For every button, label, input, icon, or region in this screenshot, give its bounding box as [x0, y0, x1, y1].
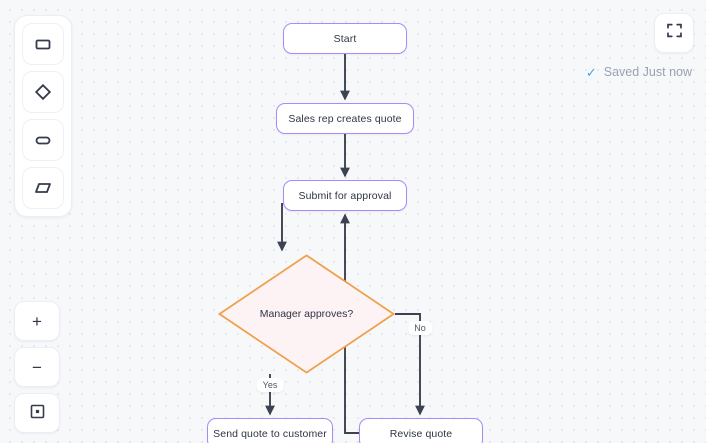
- tool-button-diamond[interactable]: [22, 71, 64, 113]
- fit-view-icon: [29, 403, 46, 423]
- node-sales-rep-creates-quote[interactable]: Sales rep creates quote: [276, 103, 414, 134]
- node-label: Start: [333, 32, 357, 45]
- edge-submit-to-decision: [277, 203, 287, 252]
- fullscreen-button[interactable]: [654, 13, 694, 53]
- zoom-in-button[interactable]: +: [14, 301, 60, 341]
- zoom-controls: + −: [14, 301, 60, 433]
- node-label: Sales rep creates quote: [288, 112, 402, 125]
- node-send-quote-to-customer[interactable]: Send quote to customer: [207, 418, 333, 443]
- minus-icon: −: [32, 357, 42, 377]
- tool-button-parallelogram[interactable]: [22, 167, 64, 209]
- parallelogram-shape-icon: [33, 178, 53, 198]
- diamond-shape-icon: [218, 254, 395, 374]
- shape-toolbar: [14, 15, 72, 217]
- fullscreen-expand-icon: [665, 21, 684, 45]
- node-manager-approves-decision[interactable]: Manager approves?: [218, 254, 395, 374]
- node-label: Revise quote: [389, 427, 453, 440]
- plus-icon: +: [32, 311, 42, 331]
- node-start[interactable]: Start: [283, 23, 407, 54]
- save-status: ✓ Saved Just now: [586, 65, 692, 79]
- fit-view-button[interactable]: [14, 393, 60, 433]
- node-label: Send quote to customer: [213, 427, 327, 440]
- node-revise-quote[interactable]: Revise quote: [359, 418, 483, 443]
- pill-shape-icon: [33, 130, 53, 150]
- zoom-out-button[interactable]: −: [14, 347, 60, 387]
- tool-button-rectangle[interactable]: [22, 23, 64, 65]
- diamond-shape-icon: [33, 82, 53, 102]
- rectangle-shape-icon: [33, 34, 53, 54]
- check-icon: ✓: [585, 64, 597, 80]
- node-submit-for-approval[interactable]: Submit for approval: [283, 180, 407, 211]
- node-label: Submit for approval: [298, 189, 392, 202]
- tool-button-pill[interactable]: [22, 119, 64, 161]
- edge-label-no: No: [408, 321, 432, 335]
- edge-decision-no-to-revise: [395, 313, 425, 416]
- edge-label-yes: Yes: [256, 378, 284, 392]
- save-status-label: Saved Just now: [603, 65, 692, 79]
